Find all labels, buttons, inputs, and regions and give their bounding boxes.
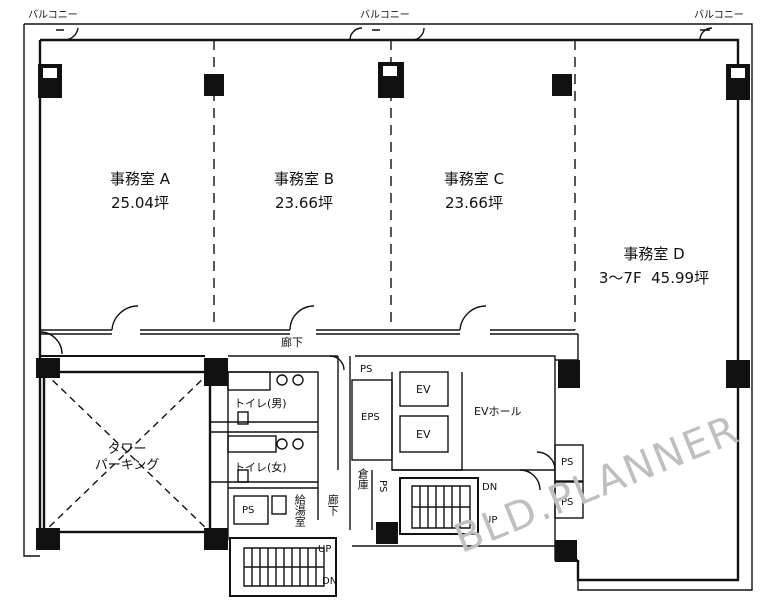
office-a-area: 25.04坪 bbox=[111, 194, 169, 212]
stairs-up-label-2: UP bbox=[484, 515, 498, 526]
exterior-wall bbox=[40, 38, 740, 582]
office-c[interactable]: 事務室 C 23.66坪 bbox=[424, 167, 524, 215]
tower-parking-box bbox=[42, 370, 212, 534]
office-c-area: 23.66坪 bbox=[445, 194, 503, 212]
balcony-label-left: バルコニー bbox=[28, 10, 78, 21]
office-d[interactable]: 事務室 D 3～7F 45.99坪 bbox=[584, 242, 724, 290]
office-b-name: 事務室 B bbox=[273, 170, 335, 188]
ps-label-4: PS bbox=[561, 457, 574, 468]
balcony-label-center: バルコニー bbox=[360, 10, 410, 21]
kettle-room-label: 給湯室 bbox=[293, 494, 307, 527]
tower-parking-line1: タワー bbox=[107, 442, 147, 457]
tower-parking-label: タワー パーキング bbox=[82, 442, 172, 473]
door-b bbox=[289, 305, 315, 331]
ps-label-5: PS bbox=[561, 497, 574, 508]
office-a[interactable]: 事務室 A 25.04坪 bbox=[90, 167, 190, 215]
door-c bbox=[459, 305, 487, 331]
balcony-label-right: バルコニー bbox=[694, 10, 744, 21]
tower-parking-line2: パーキング bbox=[94, 457, 160, 473]
corridor-small-label: 廊下 bbox=[326, 494, 340, 516]
door-a bbox=[111, 305, 139, 331]
office-b-area: 23.66坪 bbox=[275, 194, 333, 212]
stairs-dn-label-2: DN bbox=[482, 482, 498, 493]
ev-label-1: EV bbox=[416, 383, 431, 396]
balcony-outline bbox=[24, 23, 753, 591]
ps-label-2: PS bbox=[360, 364, 373, 375]
stairs-dn-label-1: DN bbox=[322, 576, 338, 587]
office-d-area: 3～7F 45.99坪 bbox=[598, 269, 710, 287]
ev-hall-label: EVホール bbox=[474, 405, 522, 418]
corridor-label: 廊下 bbox=[281, 336, 303, 349]
storage-label: 倉庫 bbox=[356, 468, 370, 490]
restroom-male-label: トイレ(男) bbox=[234, 397, 287, 410]
stairs-up-label-1: UP bbox=[318, 544, 332, 555]
office-a-name: 事務室 A bbox=[109, 170, 171, 188]
ps-label-3: PS bbox=[377, 480, 388, 493]
eps-label: EPS bbox=[361, 412, 380, 423]
office-c-name: 事務室 C bbox=[443, 170, 505, 188]
office-b[interactable]: 事務室 B 23.66坪 bbox=[254, 167, 354, 215]
ps-label-1: PS bbox=[242, 505, 255, 516]
ev-label-2: EV bbox=[416, 428, 431, 441]
office-d-name: 事務室 D bbox=[623, 245, 685, 263]
restroom-female-label: トイレ(女) bbox=[234, 461, 287, 474]
